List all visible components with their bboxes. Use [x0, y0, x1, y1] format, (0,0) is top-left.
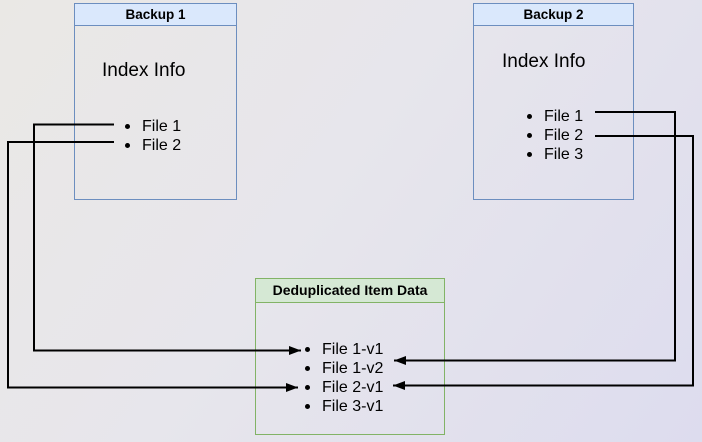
list-item-label: File 1: [142, 117, 182, 135]
list-item-label: File 2-v1: [322, 378, 384, 396]
backup1-index-info-label: Index Info: [102, 60, 186, 81]
bullet-icon: [125, 124, 130, 129]
list-item: File 1-v1: [305, 340, 383, 359]
list-item-label: File 3: [544, 145, 584, 163]
backup2-title: Backup 2: [474, 4, 633, 26]
list-item: File 3: [527, 145, 583, 164]
list-item: File 1: [527, 107, 583, 126]
bullet-icon: [527, 114, 532, 119]
bullet-icon: [305, 404, 310, 409]
backup1-box: Backup 1 Index Info File 1 File 2: [74, 3, 237, 200]
list-item: File 2: [125, 136, 181, 155]
backup2-box: Backup 2 Index Info File 1 File 2 File 3: [473, 3, 634, 200]
bullet-icon: [527, 133, 532, 138]
list-item: File 2-v1: [305, 378, 383, 397]
backup2-index-info-label: Index Info: [502, 51, 586, 72]
list-item: File 2: [527, 126, 583, 145]
backup1-title: Backup 1: [75, 4, 236, 26]
bullet-icon: [125, 143, 130, 148]
bullet-icon: [305, 385, 310, 390]
list-item: File 3-v1: [305, 397, 383, 416]
list-item-label: File 2: [142, 136, 182, 154]
bullet-icon: [305, 347, 310, 352]
list-item: File 1-v2: [305, 359, 383, 378]
bullet-icon: [527, 152, 532, 157]
bullet-icon: [305, 366, 310, 371]
dedup-title: Deduplicated Item Data: [256, 279, 444, 303]
list-item-label: File 1-v2: [322, 359, 384, 377]
list-item-label: File 3-v1: [322, 397, 384, 415]
list-item-label: File 1: [544, 107, 584, 125]
list-item: File 1: [125, 117, 181, 136]
list-item-label: File 1-v1: [322, 340, 384, 358]
dedup-box: Deduplicated Item Data File 1-v1 File 1-…: [255, 278, 445, 435]
list-item-label: File 2: [544, 126, 584, 144]
